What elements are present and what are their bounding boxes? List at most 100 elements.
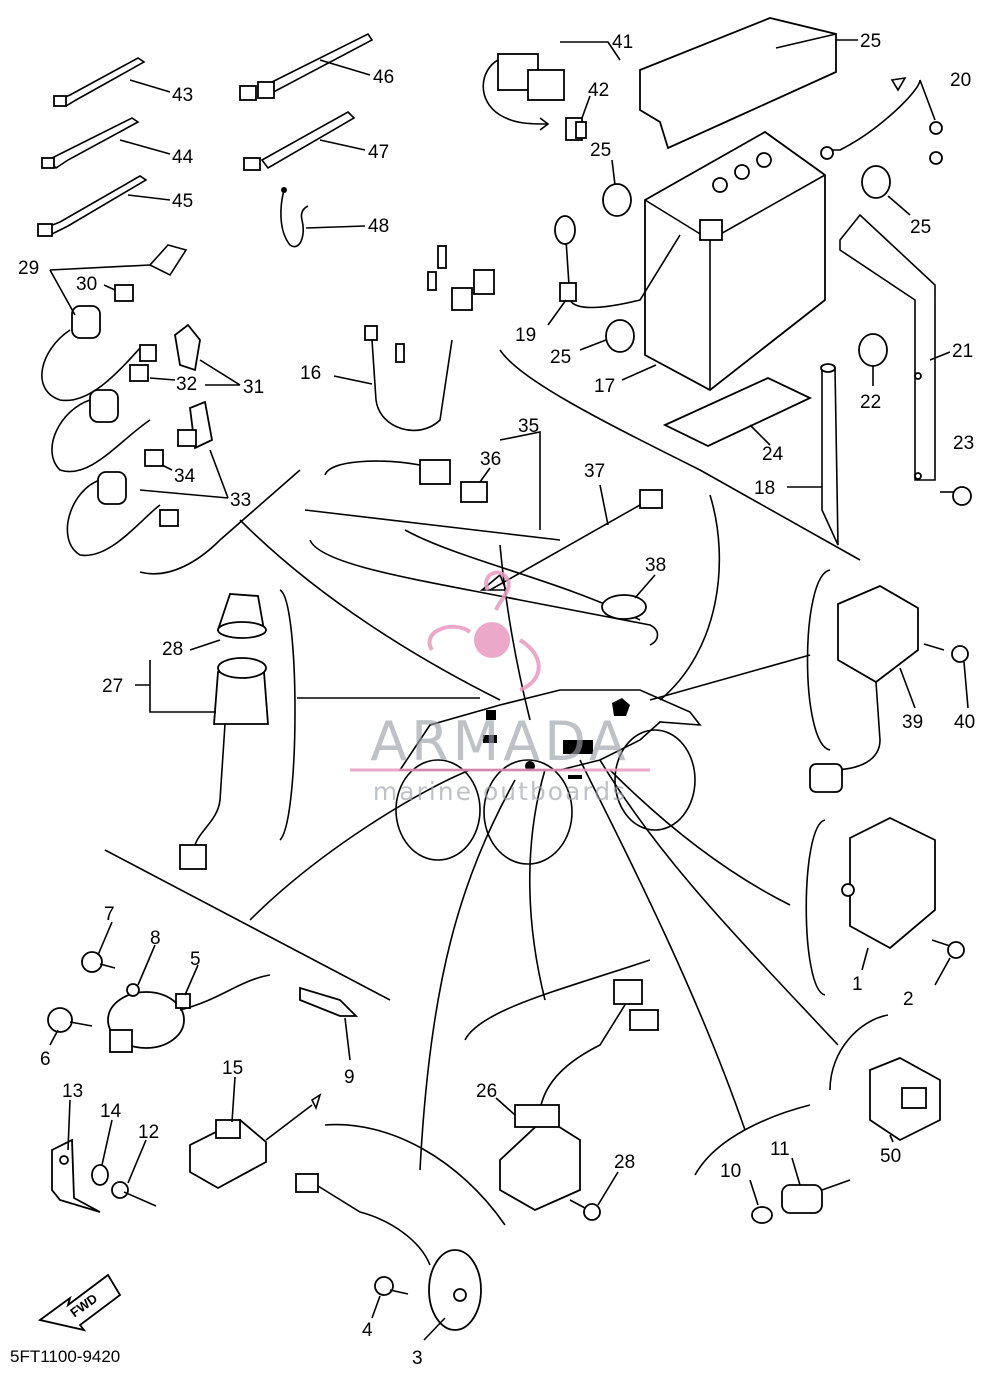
battery-cable-20 bbox=[820, 76, 943, 165]
callout-12: 12 bbox=[138, 1122, 159, 1143]
watermark-tagline: marine outboards bbox=[373, 777, 627, 806]
grommet-22 bbox=[858, 333, 888, 367]
cable-tie-47 bbox=[41, 117, 140, 170]
bolt-4 bbox=[374, 1276, 409, 1296]
battery-cover-26 bbox=[639, 17, 837, 150]
callout-20: 20 bbox=[950, 70, 971, 91]
relay-unit-42 bbox=[809, 584, 919, 793]
thermo-switch-11 bbox=[781, 1179, 851, 1214]
callout-36: 33 bbox=[230, 490, 251, 511]
washer-14 bbox=[91, 1164, 109, 1186]
callout-6: 6 bbox=[40, 1049, 51, 1070]
callout-26: 25 bbox=[860, 31, 881, 52]
switch-cap-31 bbox=[216, 593, 267, 639]
propeller-logo-icon bbox=[427, 570, 541, 692]
callout-34: 31 bbox=[243, 377, 264, 398]
spark-plug-cap-32 bbox=[41, 244, 188, 402]
watermark-brand: ARMADA bbox=[370, 710, 630, 773]
ignitor-unit-1 bbox=[841, 816, 936, 950]
callout-25a: 25 bbox=[590, 140, 611, 161]
battery-pad-24 bbox=[662, 377, 813, 447]
wire-51 bbox=[280, 187, 309, 248]
bolt-2 bbox=[931, 939, 965, 959]
ignition-coil-5 bbox=[107, 974, 271, 1053]
callout-51: 48 bbox=[368, 216, 389, 237]
callout-40: 37 bbox=[584, 461, 605, 482]
callout-38: 35 bbox=[518, 416, 539, 437]
main-switch-30 bbox=[179, 657, 269, 870]
callout-32: 29 bbox=[18, 258, 39, 279]
callout-29: 50 bbox=[880, 1146, 901, 1167]
bolt-28 bbox=[569, 1199, 601, 1221]
battery-cable-19 bbox=[554, 215, 681, 309]
callout-9: 9 bbox=[344, 1067, 355, 1088]
callout-42: 39 bbox=[902, 712, 923, 733]
battery-band-21 bbox=[839, 213, 936, 481]
wire-harness-40 bbox=[479, 489, 663, 591]
bolt-6 bbox=[47, 1007, 93, 1033]
callout-41: 38 bbox=[645, 555, 666, 576]
callout-13: 13 bbox=[62, 1081, 83, 1102]
callout-24: 24 bbox=[762, 444, 784, 465]
bolt-12 bbox=[111, 1181, 157, 1207]
drawing-code: 5FT1100-9420 bbox=[10, 1347, 120, 1366]
callout-37: 34 bbox=[174, 466, 196, 487]
callout-43: 40 bbox=[954, 712, 975, 733]
callout-17: 17 bbox=[594, 376, 615, 397]
callout-44: 41 bbox=[612, 32, 633, 53]
callout-35: 32 bbox=[176, 374, 197, 395]
cover-29 bbox=[869, 1057, 941, 1142]
sensor-15 bbox=[189, 1093, 322, 1190]
connector-38 bbox=[324, 459, 488, 503]
callout-50: 47 bbox=[368, 142, 389, 163]
bolt-7 bbox=[81, 951, 116, 973]
callout-33: 30 bbox=[76, 274, 97, 295]
callout-31: 28 bbox=[162, 639, 183, 660]
callout-47: 44 bbox=[172, 147, 194, 168]
washer-10 bbox=[751, 1206, 773, 1224]
callout-5: 5 bbox=[190, 949, 201, 970]
group-brackets bbox=[104, 349, 889, 1226]
callout-30: 27 bbox=[102, 676, 123, 697]
callout-23: 23 bbox=[953, 433, 974, 454]
callout-48: 45 bbox=[172, 191, 193, 212]
callouts: 43 44 45 46 47 48 41 42 25 20 25 25 25 1… bbox=[10, 31, 975, 1369]
callout-2: 2 bbox=[903, 989, 914, 1010]
callout-27: 26 bbox=[476, 1081, 497, 1102]
bracket-13 bbox=[51, 1138, 101, 1213]
spark-plug-cap-36 bbox=[66, 400, 214, 557]
clamp-49 bbox=[239, 32, 374, 101]
callout-19: 19 bbox=[515, 325, 536, 346]
callout-3: 3 bbox=[412, 1348, 423, 1369]
grommet-25a bbox=[602, 183, 632, 217]
callout-10: 10 bbox=[720, 1161, 741, 1182]
callout-46: 43 bbox=[172, 85, 193, 106]
washer-8 bbox=[126, 983, 140, 997]
callout-18: 18 bbox=[754, 478, 775, 499]
regulator-27 bbox=[499, 979, 659, 1212]
cable-tie-48 bbox=[37, 175, 148, 237]
callout-4: 4 bbox=[362, 1320, 373, 1341]
plug-cap-9 bbox=[299, 986, 359, 1017]
callout-11: 11 bbox=[770, 1139, 790, 1160]
grommet-25c bbox=[605, 319, 635, 353]
grommet-25b bbox=[861, 165, 891, 199]
callout-1: 1 bbox=[852, 974, 863, 995]
callout-49: 46 bbox=[373, 67, 394, 88]
callout-7: 7 bbox=[104, 904, 115, 925]
bolt-23 bbox=[940, 486, 972, 506]
callout-45: 42 bbox=[588, 80, 609, 101]
fwd-arrow-icon: FWD bbox=[37, 1273, 122, 1332]
callout-21: 21 bbox=[952, 341, 973, 362]
pickup-coil-3 bbox=[295, 1173, 482, 1331]
leader-lines bbox=[239, 494, 839, 1171]
relay-44 bbox=[482, 53, 565, 131]
lead-wire-16 bbox=[364, 245, 495, 432]
callout-15: 15 bbox=[222, 1058, 243, 1079]
breather-tube-18 bbox=[820, 363, 839, 546]
callout-39: 36 bbox=[480, 449, 501, 470]
pad-41 bbox=[601, 594, 647, 620]
watermark: ARMADA marine outboards bbox=[350, 570, 650, 806]
callout-16: 16 bbox=[300, 363, 321, 384]
